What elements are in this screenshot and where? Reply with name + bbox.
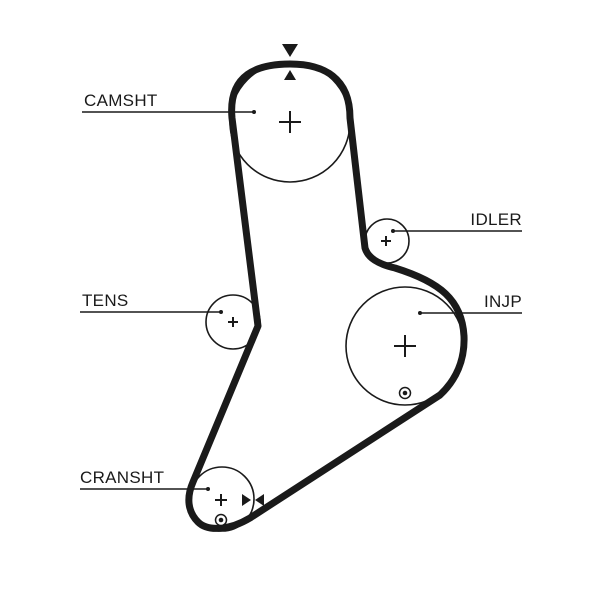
tensioner-label: TENS <box>82 291 129 310</box>
camshaft-center-mark <box>279 111 301 133</box>
timing-belt <box>185 60 468 532</box>
crankshaft-label: CRANSHT <box>80 468 164 487</box>
injection-pump-leader <box>418 311 522 315</box>
injection-pump-timing-mark <box>398 386 412 400</box>
camshaft-top-arrow-down <box>282 44 298 57</box>
idler-label: IDLER <box>470 210 522 229</box>
injection-pump-center-mark <box>394 335 416 357</box>
tensioner-leader <box>80 310 223 314</box>
crankshaft-leader <box>80 487 210 491</box>
injection-pump-label: INJP <box>484 292 522 311</box>
idler-leader <box>391 229 522 233</box>
camshaft-top-arrow-up <box>284 70 296 80</box>
idler-center-mark <box>381 236 391 246</box>
crankshaft-timing-mark <box>214 513 228 527</box>
crankshaft-center-mark <box>215 494 227 506</box>
camshaft-leader <box>82 110 256 114</box>
crankshaft-arrow-left <box>255 494 264 506</box>
crankshaft-arrow-right <box>242 494 251 506</box>
tensioner-center-mark <box>228 317 238 327</box>
camshaft-label: CAMSHT <box>84 91 158 110</box>
